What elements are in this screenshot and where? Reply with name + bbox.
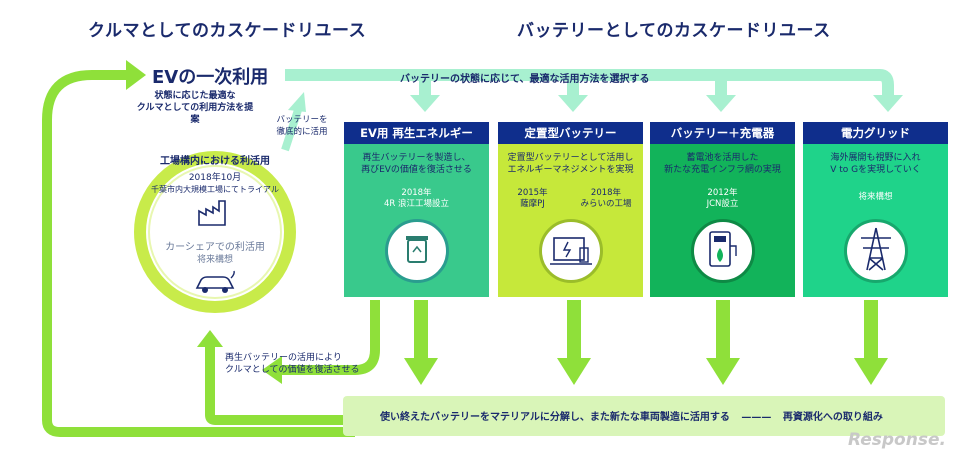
card-title: 電力グリッド	[803, 122, 948, 144]
revival-arrow	[280, 300, 380, 375]
factory-date: 2018年10月	[188, 173, 242, 183]
top-select-label: バッテリーの状態に応じて、最適な活用方法を選択する	[400, 74, 650, 85]
factory-icon	[198, 200, 226, 226]
card-ev-renewable: EV用 再生エネルギー 再生バッテリーを製造し、 再びEVの価値を復活させる 2…	[344, 122, 489, 297]
card-desc: 定置型バッテリーとして活用し エネルギーマネジメントを実現	[507, 153, 634, 175]
recycling-bar-text: 使い終えたバッテリーをマテリアルに分解し、また新たな車両製造に活用する ——— …	[380, 408, 883, 423]
card-icon-circle	[843, 219, 908, 283]
response-watermark: Response.	[848, 430, 946, 450]
recycling-bar-dash: ———	[741, 412, 772, 423]
ev-first-use-title: EVの一次利用	[152, 67, 269, 88]
carshare-status: 将来構想	[196, 255, 233, 265]
carshare-label: カーシェアでの利活用	[165, 242, 265, 253]
electric-car-icon	[195, 270, 235, 293]
top-select-arrow	[285, 69, 894, 95]
recycling-bar-tag: 再資源化への取り組み	[782, 412, 883, 423]
card-sub-right: 2018年 みらいの工場	[580, 188, 632, 209]
revival-label: 再生バッテリーの活用により クルマとしての価値を復活させる	[225, 353, 360, 375]
ev-first-use-subtitle: 状態に応じた最適な クルマとしての利用方法を提案	[136, 91, 254, 125]
reuse-circle	[134, 151, 296, 313]
card-icon-circle	[384, 219, 449, 283]
recycling-bar	[343, 396, 945, 436]
card-sub: 2012年 JCN設立	[706, 188, 739, 209]
power-tower-icon	[860, 227, 891, 271]
card-power-grid: 電力グリッド 海外展開も視野に入れ V to Gを実現していく 将来構想	[803, 122, 948, 297]
card-sub-left: 2015年 薩摩PJ	[517, 188, 548, 209]
charging-station-icon	[708, 231, 737, 267]
recycling-bar-main: 使い終えたバッテリーをマテリアルに分解し、また新たな車両製造に活用する	[380, 412, 730, 423]
bottom-return-line	[42, 419, 355, 437]
card-title: バッテリー＋充電器	[650, 122, 795, 144]
card-title: 定置型バッテリー	[498, 122, 643, 144]
card-icon-circle	[690, 219, 755, 283]
left-loop-arrowhead	[126, 60, 146, 90]
card-desc: 海外展開も視野に入れ V to Gを実現していく	[830, 153, 921, 175]
recycle-bin-icon	[405, 236, 428, 263]
card-sub: 将来構想	[858, 192, 893, 202]
solar-battery-icon	[549, 237, 592, 265]
card-battery-charger: バッテリー＋充電器 蓄電池を活用した 新たな充電インフラ網の実現 2012年 J…	[650, 122, 795, 297]
battery-maximize-label: バッテリーを 徹底的に活用	[276, 115, 328, 137]
left-loop-arrow	[42, 70, 128, 420]
car-cascade-header: クルマとしてのカスケードリユース	[88, 21, 367, 41]
inner-return-arrowhead	[197, 330, 223, 347]
card-stationary-battery: 定置型バッテリー 定置型バッテリーとして活用し エネルギーマネジメントを実現 2…	[498, 122, 643, 297]
card-title: EV用 再生エネルギー	[344, 122, 489, 144]
card-icon-circle	[538, 219, 603, 283]
maximize-arrow	[281, 108, 302, 152]
card-desc: 再生バッテリーを製造し、 再びEVの価値を復活させる	[361, 153, 472, 175]
card-sub: 2018年 4R 浪江工場設立	[383, 188, 450, 209]
card-desc: 蓄電池を活用した 新たな充電インフラ網の実現	[664, 153, 781, 175]
factory-trial: 千葉市内大規模工場にてトライアル	[151, 185, 279, 194]
battery-cascade-header: バッテリーとしてのカスケードリユース	[517, 21, 831, 41]
factory-use-title: 工場構内における利活用	[160, 156, 270, 167]
